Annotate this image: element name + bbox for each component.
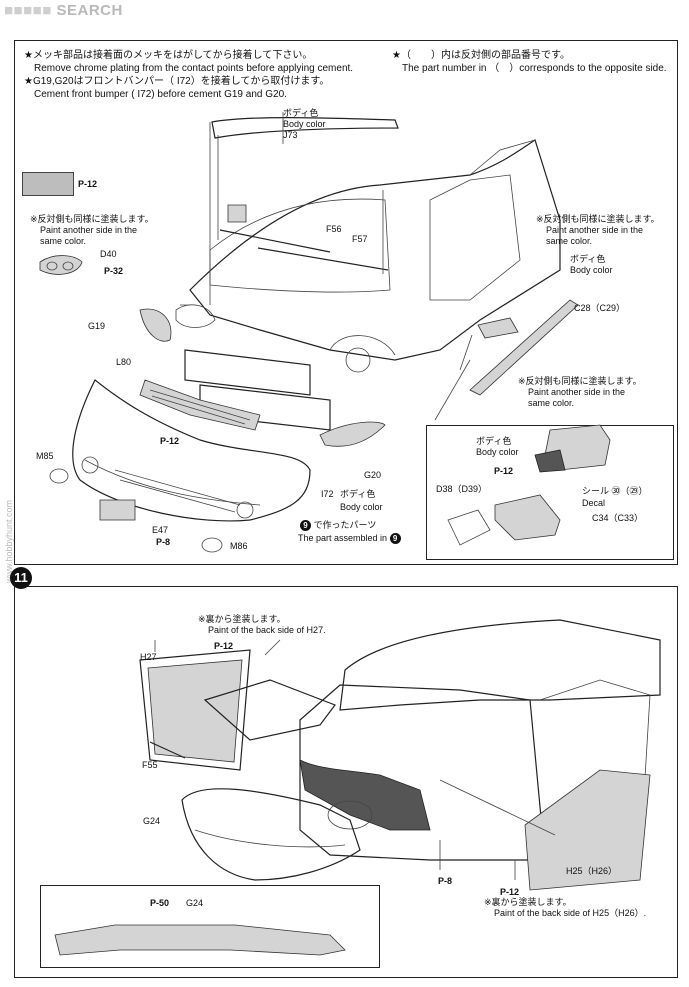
label-c28: C28（C29）: [574, 303, 626, 313]
h27-note-jp: ※裏から塗装します。: [198, 614, 286, 624]
label-f56: F56: [326, 224, 342, 234]
label-c34: C34（C33）: [592, 513, 644, 523]
label-i72: I72: [321, 489, 334, 499]
color-swatch: [22, 172, 74, 196]
part-g20: [319, 421, 386, 447]
label-g19: G19: [88, 321, 106, 331]
door-mirror-small: [477, 317, 519, 339]
c28-note-en2: same color.: [546, 236, 593, 246]
h27-paint-ref: P-12: [214, 641, 234, 651]
rear-paint-ref-p12: P-12: [500, 887, 520, 897]
fog-cap-m86: [201, 537, 223, 553]
label-m86: M86: [230, 541, 248, 551]
wiper-f57: [257, 247, 389, 271]
label-g24: G24: [143, 816, 161, 826]
fog-cap-m85: [49, 468, 69, 484]
h25-note-en: Paint of the back side of H25（H26）.: [494, 908, 647, 918]
step9-badge-en: 9: [389, 533, 401, 545]
decal-numbers: ㉚（㉙）: [611, 486, 648, 496]
note-chrome-en: Remove chrome plating from the contact p…: [34, 63, 354, 74]
d40-note-jp: ※反対側も同様に塗装します。: [30, 214, 154, 224]
rear-glass-h27: [139, 649, 251, 771]
label-l80: L80: [116, 357, 132, 367]
mirror-c34-housing: [494, 494, 561, 541]
l80-paint-ref: P-12: [160, 436, 180, 446]
wiper-f55: [149, 741, 186, 759]
watermark-logo: ■■■■■ SEARCH: [4, 2, 123, 19]
step9-jp: で作ったパーツ: [313, 520, 377, 530]
rear-bumper-g24: [181, 788, 361, 881]
d40-note-en2: same color.: [40, 236, 87, 246]
i72-color-jp: ボディ色: [340, 489, 376, 499]
label-e47: E47: [152, 525, 169, 535]
headlight-d40: [39, 255, 83, 275]
note-opposite-jp: ★（ ）内は反対側の部品番号です。: [392, 50, 570, 61]
decal-jp: シール: [582, 486, 610, 496]
label-f57: F57: [352, 234, 368, 244]
part-g19: [139, 308, 172, 342]
j73-color-jp: ボディ色: [283, 108, 319, 118]
label-f55: F55: [142, 760, 158, 770]
j73-color-en: Body color: [283, 119, 326, 129]
mirror-note-en2: same color.: [528, 398, 575, 408]
front-bumper-i72: [72, 379, 311, 522]
label-d40: D40: [100, 249, 117, 259]
label-h25: H25（H26）: [566, 866, 618, 876]
roof-spoiler: [339, 619, 661, 711]
note-chrome-jp: ★メッキ部品は接着面のメッキをはがしてから接着して下さい。: [24, 50, 313, 61]
label-m85: M85: [36, 451, 54, 461]
inset-g24-part: [54, 924, 346, 956]
inset-paint-ref: P-50: [150, 898, 170, 908]
headlight-left: [175, 304, 216, 328]
step-11-badge: 11: [10, 567, 32, 589]
spoiler-sheet: [203, 679, 336, 741]
h27-note-en: Paint of the back side of H27.: [208, 625, 326, 635]
c28-note-en1: Paint another side in the: [546, 225, 644, 235]
step9-en: The part assembled in: [298, 533, 388, 543]
note-opposite-en: The part number in （ ）corresponds to the…: [402, 63, 667, 74]
section1-frame: [14, 40, 678, 565]
note-bumper-en: Cement front bumper ( I72) before cement…: [34, 89, 287, 100]
note-bumper-jp: ★G19,G20はフロントバンパー（ I72）を接着してから取付けます。: [24, 76, 330, 87]
mirror-note-jp: ※反対側も同様に塗装します。: [518, 376, 642, 386]
i72-color-en: Body color: [340, 502, 383, 512]
decal-en: Decal: [582, 498, 606, 508]
mirror-d38-glass: [447, 509, 491, 546]
mirror-inset-frame: [426, 425, 674, 560]
wiper-f56: [219, 229, 331, 253]
c28-color-jp: ボディ色: [570, 254, 606, 264]
front-wheel-arch: [329, 335, 396, 356]
side-window: [429, 174, 521, 301]
watermark-text: SEARCH: [56, 2, 123, 19]
c28-color-en: Body color: [570, 265, 613, 275]
plate-e47: [99, 499, 136, 521]
mirror-note-en1: Paint another side in the: [528, 387, 626, 397]
g24-inset-frame: [40, 885, 380, 968]
windshield-trim-j73: [211, 117, 399, 139]
label-g20: G20: [364, 470, 382, 480]
d40-paint-ref: P-32: [104, 266, 124, 276]
mirror-color-en: Body color: [476, 447, 519, 457]
d40-note-en1: Paint another side in the: [40, 225, 138, 235]
windshield-glass: [209, 198, 391, 293]
c28-note-jp: ※反対側も同様に塗装します。: [536, 214, 660, 224]
mirror-paint-ref: P-12: [494, 466, 514, 476]
label-j73: J73: [283, 130, 298, 140]
e47-paint-ref: P-8: [156, 537, 171, 547]
inset-label-g24: G24: [186, 898, 204, 908]
label-d38: D38（D39）: [436, 484, 488, 494]
h25-note-jp: ※裏から塗装します。: [484, 897, 572, 907]
plate-base: [184, 349, 311, 396]
label-h27: H27: [140, 652, 157, 662]
tailgate-panel: [299, 759, 431, 831]
rear-paint-ref-p8: P-8: [438, 876, 453, 886]
step9-badge: 9: [300, 520, 311, 532]
swatch-paint-ref: P-12: [78, 179, 98, 189]
side-window-h25: [524, 769, 651, 891]
mirror-color-jp: ボディ色: [476, 436, 512, 446]
section2-frame: [14, 586, 678, 978]
body-mirror: [227, 204, 247, 223]
